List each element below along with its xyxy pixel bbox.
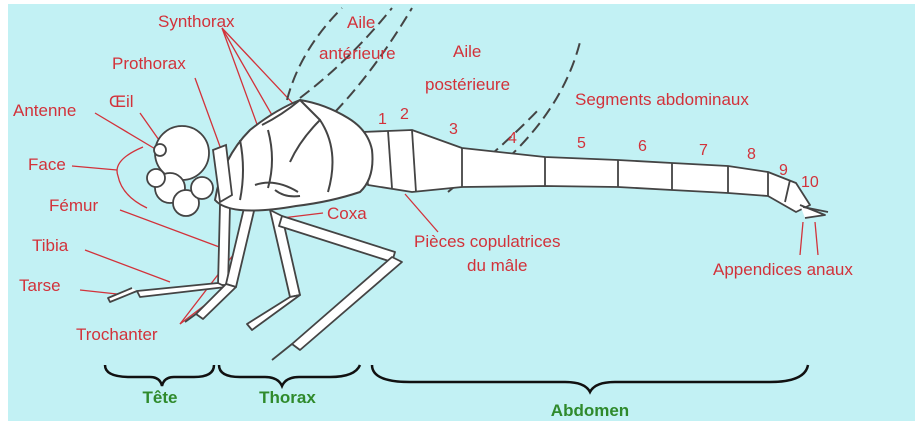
region-braces	[105, 365, 808, 392]
label-oeil: Œil	[109, 92, 134, 111]
segment-number-5: 5	[577, 135, 586, 153]
label-aile-anterieure-line2: antérieure	[319, 44, 396, 63]
label-prothorax: Prothorax	[112, 54, 186, 73]
label-tarse: Tarse	[19, 276, 61, 295]
label-aile-posterieure-line1: Aile	[453, 42, 481, 61]
label-synthorax: Synthorax	[158, 12, 235, 31]
label-face: Face	[28, 155, 66, 174]
segment-number-7: 7	[699, 142, 708, 160]
label-appendices-anaux: Appendices anaux	[713, 260, 853, 279]
label-segments-abdominaux: Segments abdominaux	[575, 90, 749, 109]
label-trochanter: Trochanter	[76, 325, 158, 344]
segment-number-1: 1	[378, 111, 387, 129]
head-drawing	[147, 126, 232, 216]
segment-number-3: 3	[449, 121, 458, 139]
abdomen-drawing	[362, 130, 828, 218]
segment-number-8: 8	[747, 146, 756, 164]
region-label-abdomen: Abdomen	[540, 401, 640, 420]
segment-number-4: 4	[508, 130, 517, 148]
segment-number-2: 2	[400, 106, 409, 124]
label-antenne: Antenne	[13, 101, 76, 120]
label-aile-posterieure-line2: postérieure	[425, 75, 510, 94]
label-coxa: Coxa	[327, 204, 367, 223]
label-femur: Fémur	[49, 196, 98, 215]
thorax-drawing	[215, 100, 373, 211]
label-tibia: Tibia	[32, 236, 68, 255]
label-pieces-copulatrices-line2: du mâle	[467, 256, 527, 275]
region-label-thorax: Thorax	[240, 388, 335, 407]
label-pieces-copulatrices-line1: Pièces copulatrices	[414, 232, 560, 251]
segment-number-9: 9	[779, 162, 788, 180]
segment-number-6: 6	[638, 138, 647, 156]
segment-number-10: 10	[801, 174, 819, 192]
region-label-tete: Tête	[110, 388, 210, 407]
label-aile-anterieure-line1: Aile	[347, 13, 375, 32]
